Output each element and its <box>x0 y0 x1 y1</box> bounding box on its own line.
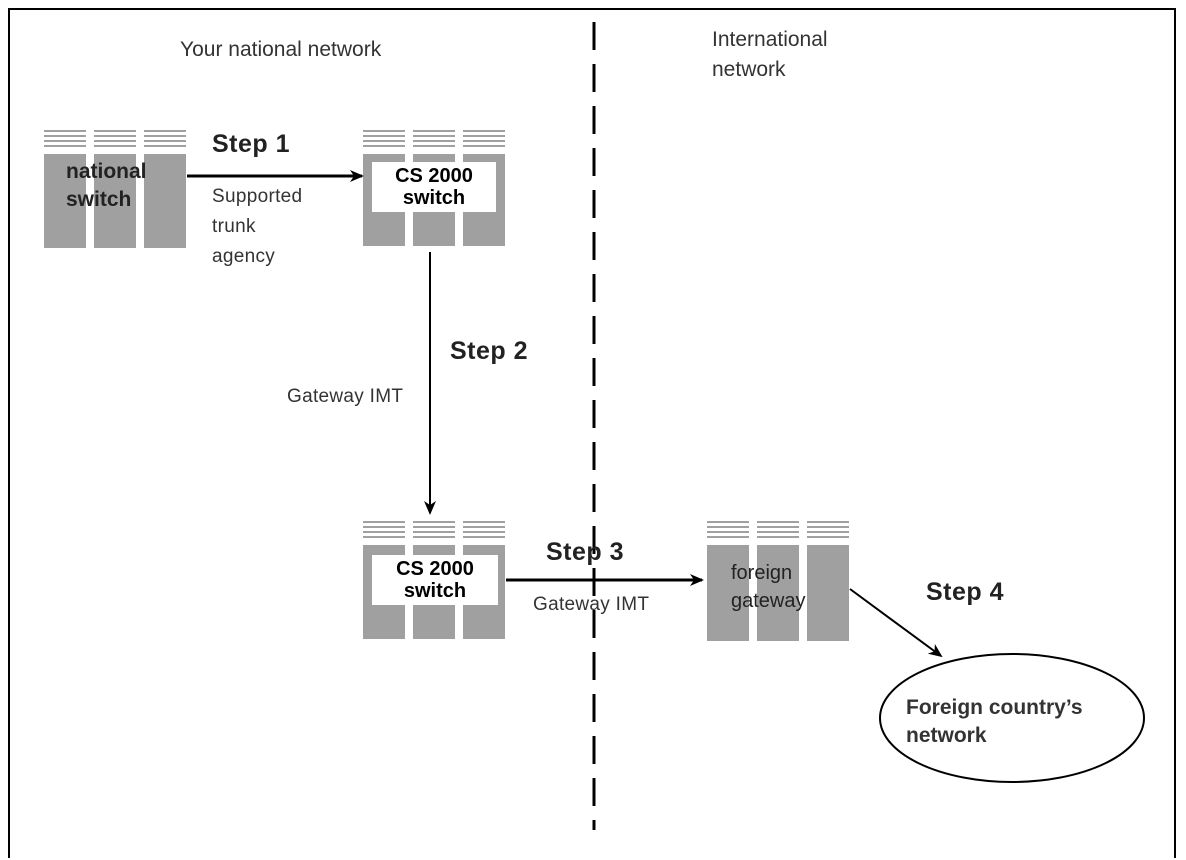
step1-label: Step 1 <box>212 130 291 158</box>
step3-label: Step 3 <box>546 538 625 566</box>
step3-link-label: Gateway IMT <box>533 594 650 615</box>
step2-label: Step 2 <box>450 337 529 365</box>
diagram-frame <box>8 8 1176 858</box>
cs2000-top-label: CS 2000 switch <box>372 162 496 212</box>
international-network-label-line1: International <box>712 28 828 51</box>
cs2000-top-label-line2: switch <box>402 187 466 209</box>
step4-arrow <box>849 588 943 658</box>
national-switch-label-line2: switch <box>66 188 132 211</box>
step1-link-label-line1: Supported <box>212 186 303 207</box>
foreign-network-label-line1: Foreign country’s <box>906 696 1083 719</box>
step1-link-label-line3: agency <box>212 246 276 267</box>
international-network-label-line2: network <box>712 58 786 81</box>
national-switch-icon <box>44 130 186 248</box>
step2-link-label: Gateway IMT <box>287 386 404 407</box>
cs2000-bottom-label-line1: CS 2000 <box>396 558 474 580</box>
foreign-network-ellipse <box>879 653 1145 783</box>
cs2000-bottom-label: CS 2000 switch <box>372 555 498 605</box>
step1-link-label-line2: trunk <box>212 216 256 237</box>
foreign-gateway-icon <box>707 521 849 641</box>
foreign-gateway-label-line2: gateway <box>731 590 806 612</box>
national-network-label: Your national network <box>180 38 382 61</box>
foreign-network-label-line2: network <box>906 724 987 747</box>
national-switch-label-line1: national <box>66 160 147 183</box>
step4-label: Step 4 <box>926 578 1005 606</box>
cs2000-top-label-line1: CS 2000 <box>395 165 473 187</box>
cs2000-bottom-label-line2: switch <box>403 580 467 602</box>
foreign-gateway-label-line1: foreign <box>731 562 793 584</box>
